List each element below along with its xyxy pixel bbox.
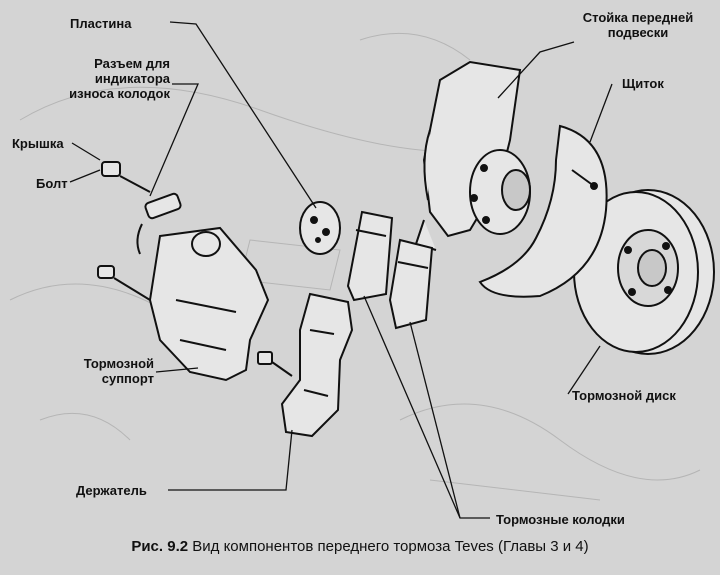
figure-caption-text: Вид компонентов переднего тормоза Teves … — [188, 538, 589, 555]
brake-shield — [478, 124, 608, 298]
label-caliper-line2: суппорт — [101, 371, 154, 386]
figure-number: Рис. 9.2 — [131, 538, 189, 555]
holder-bolt — [257, 351, 293, 377]
brake-disc — [573, 189, 715, 355]
caliper-holder — [280, 292, 354, 438]
cap-and-bolt-top — [101, 161, 151, 193]
suspension-strut-knuckle — [414, 60, 531, 251]
label-caliper-line1: Тормозной — [83, 356, 154, 371]
label-kryshka: Крышка — [12, 136, 64, 151]
background-sketch — [9, 32, 701, 501]
label-caliper: Тормозной суппорт — [50, 356, 154, 386]
indicator-connector — [136, 192, 182, 255]
label-connector: Разъем для индикатора износа колодок — [42, 56, 170, 101]
bolt-lower — [97, 265, 151, 301]
label-strut-line1: Стойка передней — [582, 10, 694, 25]
label-strut-line2: подвески — [607, 25, 669, 40]
label-connector-line2: индикатора — [94, 71, 170, 86]
label-connector-line3: износа колодок — [69, 86, 170, 101]
label-shitok: Щиток — [622, 76, 664, 91]
label-bolt: Болт — [36, 176, 68, 191]
leader-lines — [69, 21, 613, 519]
label-derzhatel: Держатель — [76, 483, 147, 498]
brake-pad-inner — [346, 210, 394, 302]
label-kolodki: Тормозные колодки — [496, 512, 625, 527]
label-connector-line1: Разъем для — [94, 56, 170, 71]
label-disk: Тормозной диск — [572, 388, 676, 403]
wear-plate — [299, 201, 341, 255]
brake-pad-outer — [388, 238, 434, 330]
figure-caption: Рис. 9.2 Вид компонентов переднего тормо… — [0, 538, 720, 555]
label-strut: Стойка передней подвески — [564, 10, 712, 40]
label-plastina: Пластина — [70, 16, 132, 31]
brake-caliper — [148, 226, 270, 382]
